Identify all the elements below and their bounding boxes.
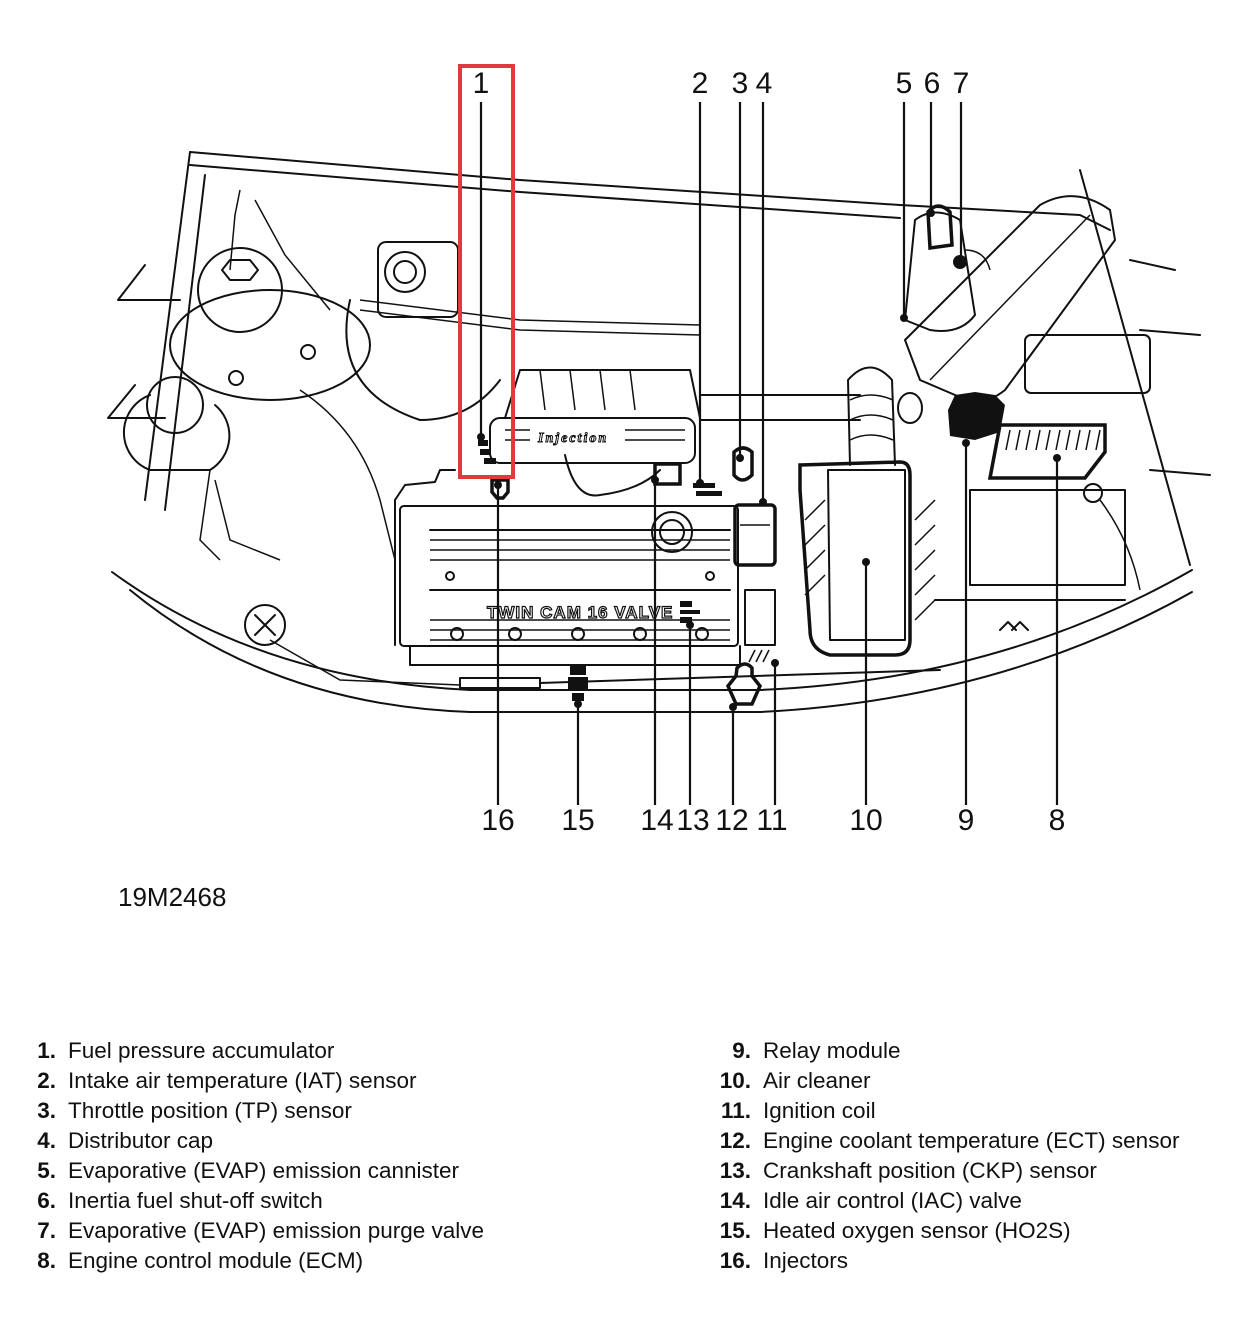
callout-6: 6 [924, 67, 941, 100]
legend-item: 14. Idle air control (IAC) valve [713, 1186, 1179, 1216]
callout-4: 4 [756, 67, 773, 100]
callout-1: 1 [473, 67, 490, 100]
callout-5: 5 [896, 67, 913, 100]
legend-label: Intake air temperature (IAT) sensor [68, 1068, 417, 1093]
legend-item: 8. Engine control module (ECM) [34, 1246, 484, 1276]
legend-number: 15. [719, 1218, 751, 1243]
callout-12: 12 [715, 804, 748, 837]
legend-number: 6. [37, 1188, 56, 1213]
legend-item: 4. Distributor cap [34, 1126, 484, 1156]
leader-lines [477, 102, 1061, 805]
legend-item: 7. Evaporative (EVAP) emission purge valv… [34, 1216, 484, 1246]
figure-code: 19M2468 [118, 882, 227, 912]
cam-cover: TWIN CAM 16 VALVE [394, 469, 741, 666]
legend-item: 15. Heated oxygen sensor (HO2S) [713, 1216, 1179, 1246]
legend-item: 12. Engine coolant temperature (ECT) sens… [713, 1126, 1180, 1156]
legend-item: 5. Evaporative (EVAP) emission cannister [34, 1156, 484, 1186]
callout-13: 13 [676, 804, 709, 837]
intake-manifold: Injection [489, 369, 701, 497]
engine-bay-outline [107, 151, 1211, 713]
callout-10: 10 [849, 804, 882, 837]
callout-14: 14 [640, 804, 673, 837]
legend-left-column: 1. Fuel pressure accumulator 2. Intake air… [34, 1036, 484, 1276]
legend-item: 11. Ignition coil [713, 1096, 1179, 1126]
highlight-box-component-1 [458, 64, 515, 479]
legend-item: 3. Throttle position (TP) sensor [34, 1096, 484, 1126]
legend-item: 1. Fuel pressure accumulator [34, 1036, 484, 1066]
legend-label: Fuel pressure accumulator [68, 1038, 335, 1063]
legend-number: 7. [37, 1218, 56, 1243]
legend-label: Engine coolant temperature (ECT) sensor [763, 1128, 1180, 1153]
callout-9: 9 [958, 804, 975, 837]
callout-numbers-bottom: 16 15 14 13 12 11 10 9 8 [481, 804, 1065, 837]
legend-item: 16. Injectors [713, 1246, 1179, 1276]
legend-item: 9. Relay module [713, 1036, 1179, 1066]
callout-8: 8 [1049, 804, 1066, 837]
callout-3: 3 [732, 67, 749, 100]
manifold-script-text: Injection [537, 431, 608, 446]
legend-label: Engine control module (ECM) [68, 1248, 364, 1273]
legend-right-column: 9. Relay module 10. Air cleaner 11. Ignitio… [713, 1036, 1180, 1276]
legend-item: 2. Intake air temperature (IAT) sensor [34, 1066, 484, 1096]
callout-7: 7 [953, 67, 970, 100]
legend-label: Injectors [763, 1248, 849, 1273]
legend-label: Air cleaner [763, 1068, 871, 1093]
legend-number: 5. [37, 1158, 56, 1183]
components [459, 195, 1151, 706]
legend-number: 16. [719, 1248, 751, 1273]
legend-label: Heated oxygen sensor (HO2S) [763, 1218, 1071, 1243]
legend-item: 10. Air cleaner [713, 1066, 1179, 1096]
cam-cover-text: TWIN CAM 16 VALVE [487, 603, 673, 622]
legend-number: 11. [720, 1098, 751, 1123]
callout-2: 2 [692, 67, 709, 100]
legend-label: Idle air control (IAC) valve [763, 1188, 1022, 1213]
legend-item: 13. Crankshaft position (CKP) sensor [713, 1156, 1179, 1186]
legend-number: 12. [719, 1128, 751, 1153]
legend-label: Crankshaft position (CKP) sensor [763, 1158, 1097, 1183]
legend-label: Relay module [763, 1038, 901, 1063]
legend-number: 10. [719, 1068, 751, 1093]
legend-label: Evaporative (EVAP) emission cannister [68, 1158, 459, 1183]
legend-label: Evaporative (EVAP) emission purge valve [68, 1218, 485, 1243]
legend-number: 1. [37, 1038, 56, 1063]
legend-number: 4. [37, 1128, 56, 1153]
callout-15: 15 [561, 804, 594, 837]
legend-label: Throttle position (TP) sensor [68, 1098, 352, 1123]
callout-numbers-top: 1 2 3 4 5 6 7 [473, 67, 970, 100]
legend-number: 2. [37, 1068, 56, 1093]
legend-item: 6. Inertia fuel shut-off switch [34, 1186, 484, 1216]
legend-number: 14. [719, 1188, 751, 1213]
callout-16: 16 [481, 804, 514, 837]
legend-label: Ignition coil [763, 1098, 876, 1123]
legend-number: 8. [37, 1248, 56, 1273]
legend-number: 13. [719, 1158, 751, 1183]
left-reservoirs [123, 189, 701, 686]
engine-bay-diagram: Injection TWIN CAM 16 VALVE [107, 67, 1211, 837]
legend-number: 9. [732, 1038, 751, 1063]
legend-label: Distributor cap [68, 1128, 214, 1153]
legend-label: Inertia fuel shut-off switch [68, 1188, 323, 1213]
callout-11: 11 [756, 804, 787, 837]
legend-number: 3. [37, 1098, 56, 1123]
